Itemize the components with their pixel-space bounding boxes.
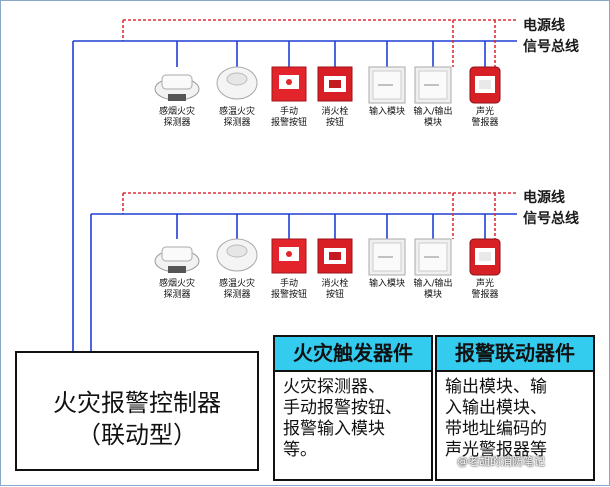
device-label-line2: 警报器 (471, 290, 499, 300)
device-label-line1: 手动 (279, 107, 298, 117)
device-label-line2: 模块 (423, 118, 442, 128)
device-label-line1: 输入模块 (368, 279, 405, 289)
device-label-line2: 按钮 (325, 118, 344, 128)
signal-bus-label-top: 信号总线 (523, 39, 579, 55)
device-label: 感烟火灾探测器 (153, 279, 201, 301)
sound-light-alarm-icon (469, 66, 501, 104)
heat-detector-icon (216, 238, 258, 272)
controller-subtitle: （联动型） (77, 421, 197, 449)
device-label: 声光警报器 (461, 279, 509, 301)
watermark-text: @老胡的消防笔记 (457, 455, 545, 468)
device-label: 手动报警按钮 (265, 279, 313, 301)
device-label-line2: 探测器 (223, 290, 251, 300)
device-label: 消火栓按钮 (311, 107, 359, 129)
device-label-line1: 感烟火灾 (158, 107, 195, 117)
power-line-label-top: 电源线 (523, 18, 565, 34)
device-label-line2: 报警按钮 (270, 118, 307, 128)
io-module-icon (414, 238, 452, 276)
device-label: 输入/输出模块 (409, 107, 457, 129)
sound-light-alarm-icon (469, 238, 501, 276)
trigger-panel-line: 手动报警按钮、 (283, 398, 402, 418)
input-module-icon (368, 66, 406, 104)
device-label-line1: 感温火灾 (218, 107, 255, 117)
linkage-devices-panel: 报警联动器件 输出模块、输 入输出模块、 带地址编码的 声光警报器等 (435, 335, 595, 481)
signal-bus-label-bottom: 信号总线 (523, 211, 579, 227)
smoke-detector-icon (154, 246, 200, 273)
linkage-panel-body: 输出模块、输 入输出模块、 带地址编码的 声光警报器等 (445, 377, 589, 461)
manual-alarm-button-icon (271, 238, 307, 274)
device-label: 手动报警按钮 (265, 107, 313, 129)
device-label-line1: 声光 (475, 279, 494, 289)
io-module-icon (414, 66, 452, 104)
fire-alarm-controller: 火灾报警控制器 （联动型） (15, 351, 259, 471)
device-label-line2: 探测器 (223, 118, 251, 128)
linkage-panel-line: 输出模块、输 (445, 377, 547, 397)
trigger-panel-line: 报警输入模块 (283, 419, 385, 439)
trigger-panel-line: 等。 (283, 440, 317, 460)
device-label: 感烟火灾探测器 (153, 107, 201, 129)
hydrant-button-icon (317, 238, 353, 274)
linkage-panel-line: 带地址编码的 (445, 419, 547, 439)
device-label: 输入模块 (363, 107, 411, 118)
device-label-line1: 声光 (475, 107, 494, 117)
trigger-panel-title: 火灾触发器件 (275, 337, 431, 372)
device-label-line1: 消火栓 (321, 107, 349, 117)
device-label: 消火栓按钮 (311, 279, 359, 301)
trigger-devices-panel: 火灾触发器件 火灾探测器、 手动报警按钮、 报警输入模块 等。 (273, 335, 433, 481)
controller-title: 火灾报警控制器 (53, 389, 221, 417)
manual-alarm-button-icon (271, 66, 307, 102)
device-label-line2: 模块 (423, 290, 442, 300)
linkage-panel-line: 入输出模块、 (445, 398, 547, 418)
trigger-panel-line: 火灾探测器、 (283, 377, 385, 397)
device-label-line1: 感烟火灾 (158, 279, 195, 289)
device-label-line1: 输入/输出 (413, 279, 453, 289)
power-line-label-bottom: 电源线 (523, 190, 565, 206)
input-module-icon (368, 238, 406, 276)
device-label: 输入/输出模块 (409, 279, 457, 301)
device-label-line1: 输入/输出 (413, 107, 453, 117)
device-label-line1: 输入模块 (368, 107, 405, 117)
device-label-line2: 探测器 (163, 290, 191, 300)
hydrant-button-icon (317, 66, 353, 102)
device-label-line2: 探测器 (163, 118, 191, 128)
device-label: 输入模块 (363, 279, 411, 290)
device-label-line1: 感温火灾 (218, 279, 255, 289)
linkage-panel-line: 声光警报器等 (445, 440, 547, 460)
device-label: 感温火灾探测器 (213, 279, 261, 301)
device-label-line2: 按钮 (325, 290, 344, 300)
device-label-line1: 消火栓 (321, 279, 349, 289)
device-label-line1: 手动 (279, 279, 298, 289)
device-label: 声光警报器 (461, 107, 509, 129)
smoke-detector-icon (154, 74, 200, 101)
heat-detector-icon (216, 66, 258, 100)
linkage-panel-title: 报警联动器件 (437, 337, 593, 372)
trigger-panel-body: 火灾探测器、 手动报警按钮、 报警输入模块 等。 (283, 377, 427, 461)
device-label: 感温火灾探测器 (213, 107, 261, 129)
device-label-line2: 警报器 (471, 118, 499, 128)
device-label-line2: 报警按钮 (270, 290, 307, 300)
